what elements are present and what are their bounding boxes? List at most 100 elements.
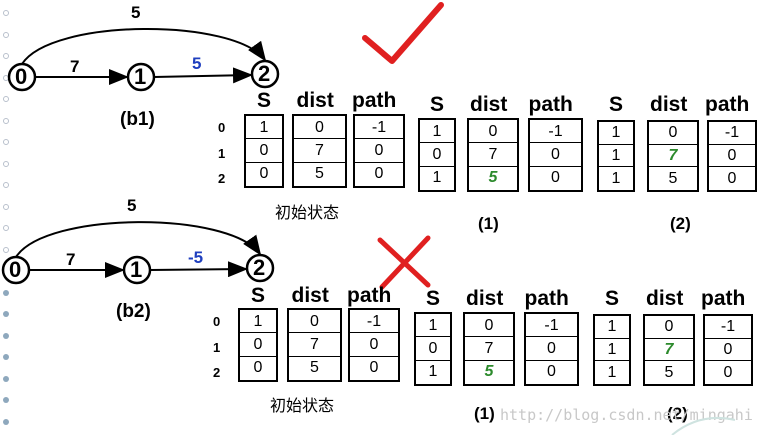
array-cell-divider bbox=[645, 337, 693, 339]
array-cell: 1 bbox=[253, 312, 263, 330]
graph-node-label: 0 bbox=[15, 64, 28, 89]
array-dist: 0 7 5 bbox=[292, 114, 347, 188]
array-cell: 0 bbox=[374, 142, 384, 159]
margin-dot bbox=[3, 10, 9, 16]
column-header-dist: dist bbox=[470, 93, 508, 116]
column-header-s: S bbox=[609, 93, 624, 116]
graph-node-1 bbox=[126, 62, 156, 92]
state-caption: (2) bbox=[667, 404, 688, 423]
graph-caption: (b1) bbox=[120, 109, 155, 130]
column-header-s: S bbox=[426, 287, 441, 310]
array-cell-divider bbox=[420, 142, 454, 144]
column-header-path: path bbox=[352, 89, 397, 112]
array-cell-divider bbox=[526, 359, 577, 361]
row-label: 1 bbox=[218, 146, 226, 161]
margin-dot bbox=[3, 289, 9, 296]
array-cell: 1 bbox=[259, 118, 269, 136]
array-cell: 0 bbox=[259, 142, 269, 159]
array-cell-divider bbox=[289, 332, 340, 334]
edge-0-2-arrow bbox=[15, 221, 262, 258]
array-cell: 0 bbox=[369, 336, 379, 353]
margin-dot bbox=[3, 160, 9, 167]
column-header-s: S bbox=[430, 93, 445, 116]
array-cell: 5 bbox=[315, 165, 324, 183]
array-cell: 7 bbox=[484, 340, 494, 357]
margin-dot bbox=[3, 354, 9, 360]
margin-dot bbox=[3, 53, 9, 59]
column-header-dist: dist bbox=[291, 284, 329, 307]
margin-dot bbox=[3, 225, 9, 231]
graph-node-2 bbox=[250, 59, 280, 89]
array-cell: 0 bbox=[432, 146, 442, 163]
array-cell-divider bbox=[289, 355, 340, 357]
edge-1-2-arrow bbox=[153, 67, 253, 84]
row-label: 2 bbox=[218, 171, 226, 186]
graph-node-label: 0 bbox=[9, 257, 22, 282]
array-cell-divider bbox=[705, 337, 751, 339]
array-cell: -1 bbox=[724, 124, 740, 142]
edge-1-2-weight: -5 bbox=[188, 248, 204, 267]
array-cell: 0 bbox=[668, 124, 678, 142]
array-cell-divider bbox=[709, 166, 755, 168]
graph-node-0 bbox=[7, 62, 37, 92]
array-cell-divider bbox=[705, 360, 751, 362]
array-cell-divider bbox=[416, 336, 450, 338]
edge-0-2-arrow bbox=[21, 28, 267, 65]
array-cell-divider bbox=[469, 165, 517, 167]
array-cell: 0 bbox=[310, 312, 319, 330]
array-cell: 7 bbox=[310, 336, 319, 353]
column-header-path: path bbox=[528, 93, 573, 116]
array-cell: 7 bbox=[315, 142, 324, 159]
array-cell-divider bbox=[469, 142, 517, 144]
array-cell-divider bbox=[465, 336, 513, 338]
array-cell: 0 bbox=[253, 359, 263, 377]
array-cell: 0 bbox=[374, 165, 384, 183]
array-s: 1 0 0 bbox=[244, 114, 284, 188]
array-cell: 1 bbox=[607, 363, 617, 381]
array-cell: 0 bbox=[315, 118, 324, 136]
state-caption: 初始状态 bbox=[270, 396, 335, 415]
array-cell: 1 bbox=[432, 169, 442, 187]
array-cell-divider bbox=[530, 165, 581, 167]
array-cell: 7 bbox=[488, 146, 498, 163]
array-cell-divider bbox=[645, 360, 693, 362]
array-cell-divider bbox=[294, 161, 345, 163]
graph-node-2 bbox=[245, 253, 275, 283]
array-cell-divider bbox=[526, 336, 577, 338]
watermark-text: http://blog.csdn.net/mingahi bbox=[500, 406, 753, 424]
array-cell-divider bbox=[294, 138, 345, 140]
array-cell: 0 bbox=[727, 169, 737, 187]
margin-dot bbox=[3, 375, 9, 382]
array-cell: 5 bbox=[310, 359, 319, 377]
state-caption: (1) bbox=[478, 214, 499, 233]
edge-0-2-weight: 5 bbox=[127, 196, 137, 215]
array-cell: 7 bbox=[664, 341, 674, 358]
decorative-arc-line bbox=[671, 416, 736, 435]
column-header-dist: dist bbox=[466, 287, 504, 310]
column-header-s: S bbox=[251, 284, 266, 307]
array-s: 1 0 1 bbox=[418, 118, 456, 192]
array-cell: 0 bbox=[259, 165, 269, 183]
array-cell-divider bbox=[595, 337, 629, 339]
array-cell: 0 bbox=[369, 359, 379, 377]
column-header-path: path bbox=[705, 93, 750, 116]
edge-1-2-weight: 5 bbox=[192, 54, 202, 73]
array-cell-divider bbox=[246, 138, 282, 140]
margin-dot bbox=[3, 139, 9, 145]
array-cell-divider bbox=[420, 165, 454, 167]
array-cell-divider bbox=[465, 359, 513, 361]
edge-0-1-weight: 7 bbox=[70, 57, 80, 76]
array-cell: 1 bbox=[432, 122, 442, 140]
column-header-s: S bbox=[257, 89, 272, 112]
array-path: -1 0 0 bbox=[353, 114, 405, 188]
margin-dot bbox=[3, 117, 9, 124]
array-cell: -1 bbox=[371, 118, 387, 136]
